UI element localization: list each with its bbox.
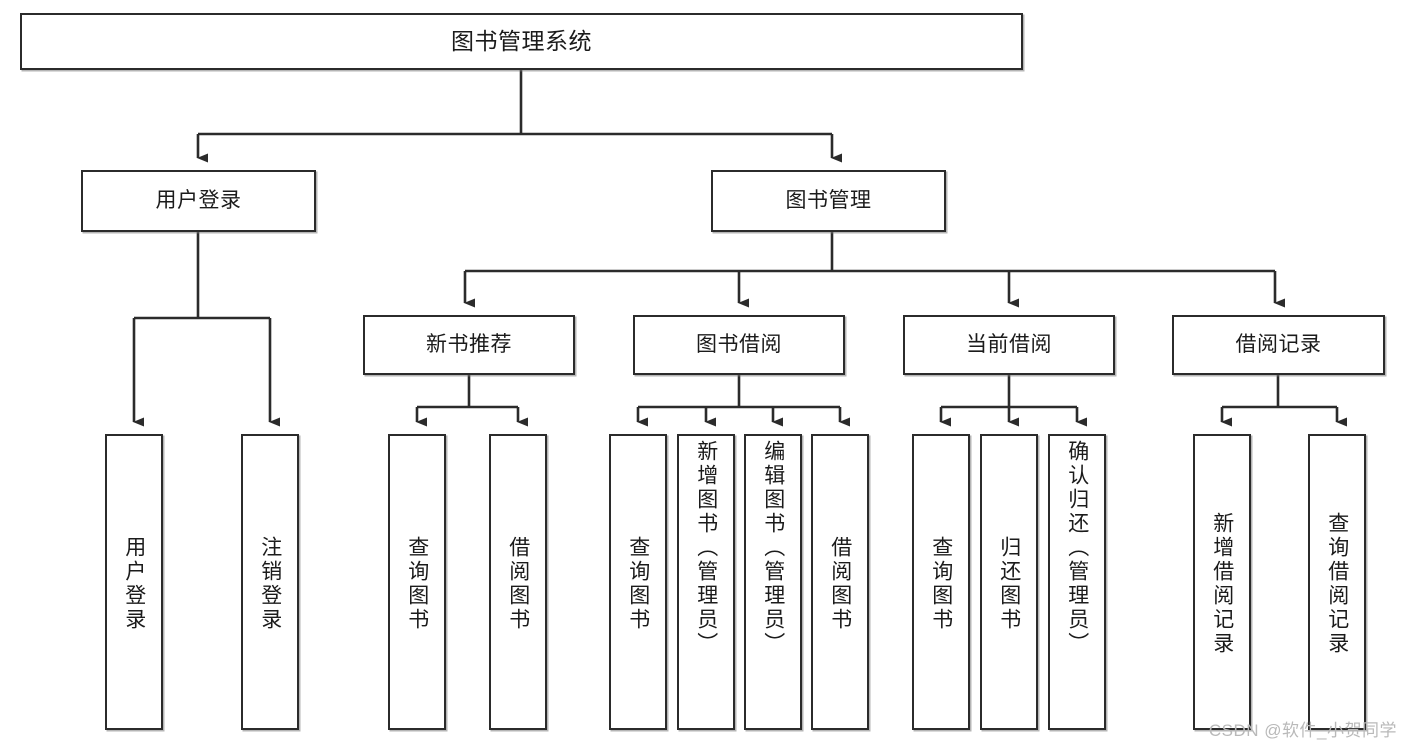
leaf-add-record-label: 新增借阅记录 [1210, 512, 1234, 656]
node-user-login[interactable]: 用户登录 [81, 170, 316, 232]
node-new-book-recommend[interactable]: 新书推荐 [363, 315, 575, 375]
leaf-add-book[interactable]: 新增图书（管理员） [677, 434, 735, 730]
leaf-query-book-3-label: 查询图书 [929, 536, 953, 632]
leaf-borrow-book-1-label: 借阅图书 [506, 536, 530, 632]
leaf-edit-book-label: 编辑图书（管理员） [761, 440, 785, 656]
leaf-query-record-label: 查询借阅记录 [1325, 512, 1349, 656]
leaf-user-login-label: 用户登录 [122, 536, 146, 632]
leaf-query-record[interactable]: 查询借阅记录 [1308, 434, 1366, 730]
leaf-confirm-return-label: 确认归还（管理员） [1065, 440, 1089, 656]
leaf-query-book-1[interactable]: 查询图书 [388, 434, 446, 730]
node-borrow-record[interactable]: 借阅记录 [1172, 315, 1385, 375]
node-new-book-recommend-label: 新书推荐 [426, 333, 512, 357]
node-root-label: 图书管理系统 [451, 27, 592, 54]
leaf-logout-login[interactable]: 注销登录 [241, 434, 299, 730]
leaf-add-record[interactable]: 新增借阅记录 [1193, 434, 1251, 730]
leaf-return-book[interactable]: 归还图书 [980, 434, 1038, 730]
node-current-borrow[interactable]: 当前借阅 [903, 315, 1115, 375]
leaf-confirm-return[interactable]: 确认归还（管理员） [1048, 434, 1106, 730]
leaf-query-book-1-label: 查询图书 [405, 536, 429, 632]
node-root-system[interactable]: 图书管理系统 [20, 13, 1023, 70]
leaf-query-book-2-label: 查询图书 [626, 536, 650, 632]
leaf-borrow-book-2[interactable]: 借阅图书 [811, 434, 869, 730]
node-book-borrow[interactable]: 图书借阅 [633, 315, 845, 375]
node-book-borrow-label: 图书借阅 [696, 333, 782, 357]
leaf-borrow-book-2-label: 借阅图书 [828, 536, 852, 632]
leaf-edit-book[interactable]: 编辑图书（管理员） [744, 434, 802, 730]
leaf-query-book-2[interactable]: 查询图书 [609, 434, 667, 730]
node-borrow-record-label: 借阅记录 [1235, 333, 1322, 357]
node-book-management[interactable]: 图书管理 [711, 170, 946, 232]
leaf-query-book-3[interactable]: 查询图书 [912, 434, 970, 730]
node-current-borrow-label: 当前借阅 [966, 333, 1052, 357]
leaf-logout-login-label: 注销登录 [258, 536, 282, 632]
leaf-borrow-book-1[interactable]: 借阅图书 [489, 434, 547, 730]
leaf-user-login[interactable]: 用户登录 [105, 434, 163, 730]
node-user-login-label: 用户登录 [155, 189, 242, 213]
node-book-management-label: 图书管理 [785, 189, 872, 213]
leaf-add-book-label: 新增图书（管理员） [694, 440, 718, 656]
leaf-return-book-label: 归还图书 [997, 536, 1021, 632]
